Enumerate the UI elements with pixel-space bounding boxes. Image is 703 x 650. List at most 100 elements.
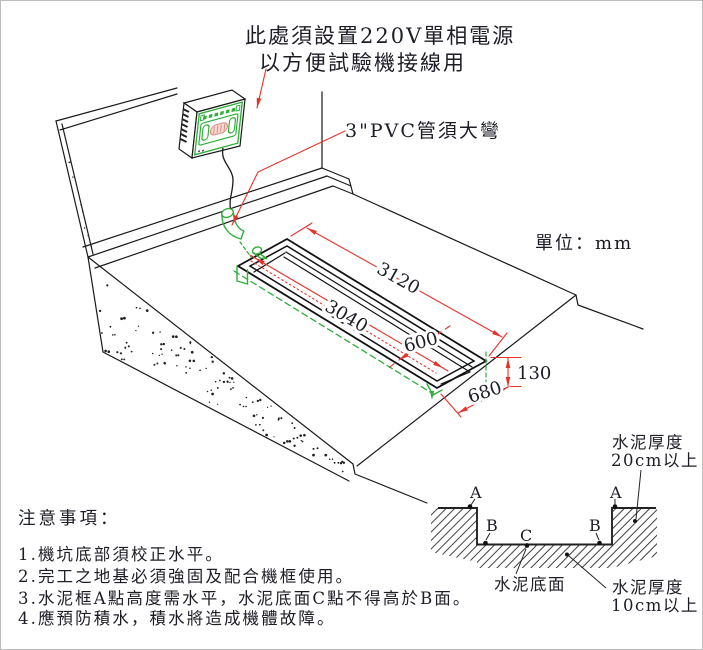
leader-b-right [595, 532, 600, 541]
leader-pvc-label [231, 130, 346, 226]
concrete-stipple [68, 161, 346, 473]
leader-10cm [568, 555, 607, 589]
leader-cement-bottom [515, 548, 527, 575]
terminal-ticks-icon [213, 123, 226, 134]
arrowhead-leader [232, 215, 239, 225]
pit-inner-frame [248, 245, 476, 382]
dim-text-600: 600 [402, 328, 441, 357]
point-c-marker [524, 543, 530, 548]
leader-dot-10cm [565, 552, 569, 557]
arrowhead [307, 228, 317, 235]
label-thickness-top-1: 水泥厚度 [612, 433, 684, 452]
pvc-stub-body [252, 252, 268, 260]
slab-bottom-edge [102, 351, 350, 482]
connector-left-icon [201, 124, 210, 141]
arrowhead [505, 358, 511, 368]
ledge-top-front [87, 175, 328, 258]
ext-680-left [440, 393, 462, 418]
label-thickness-top-2: 20cm以上 [611, 451, 699, 470]
ledge-right-bottom [332, 185, 354, 195]
ext-3040 [249, 254, 449, 372]
label-point-b-right: B [589, 516, 601, 535]
dim-line-3040 [254, 257, 444, 369]
wall-left-edge-inner [61, 123, 94, 255]
floor-right-edge [352, 193, 577, 296]
dimension-lines [231, 68, 522, 418]
power-cable [221, 147, 234, 213]
point-a-marker-left [467, 504, 473, 509]
section-leaders [470, 469, 642, 589]
vent-slats-icon [180, 108, 190, 143]
dim-text-3120: 3120 [373, 258, 423, 299]
arrowhead [255, 258, 265, 266]
label-point-c: C [520, 526, 532, 545]
point-b-marker-right [597, 540, 602, 546]
panel-screw-dot [202, 149, 204, 152]
power-note-line2: 以方便試驗機接線用 [259, 51, 466, 75]
dimension-arrowheads [232, 97, 511, 413]
control-panel [193, 101, 244, 156]
pit-depth-line-2 [283, 256, 471, 373]
panel-inner-border [198, 113, 239, 146]
pvc-hidden-run [239, 241, 252, 258]
pvc-stub-opening [251, 246, 263, 255]
label-thickness-bottom-1: 水泥厚度 [612, 578, 684, 597]
pvc-elbow-end [240, 230, 245, 240]
power-note-line1: 此處須設置220V單相電源 [245, 24, 515, 48]
pit-depth-right [440, 371, 471, 385]
wall-top-edge-inner [59, 93, 178, 131]
ext-3120-left [290, 222, 313, 237]
leader-a-left [470, 498, 476, 506]
arrowhead [498, 387, 508, 394]
arrowhead [505, 377, 511, 387]
notes-title: 注意事項： [18, 509, 121, 529]
arrowhead-leader [256, 97, 262, 108]
point-b-marker-left [483, 540, 488, 546]
wall-left-edge [55, 120, 89, 258]
panel-screw-dot [198, 150, 200, 153]
arrowhead [431, 332, 441, 340]
ledge-end-cut [348, 178, 354, 195]
panel-corner-block-left [199, 114, 206, 122]
arrowhead [399, 352, 409, 360]
label-point-b-left: B [486, 516, 498, 535]
ledge-right-top-back [321, 167, 350, 180]
hatch-bottom [477, 545, 612, 568]
ledge-bottom [94, 185, 334, 269]
label-point-a-right: A [609, 483, 622, 502]
note-item-2: 2.完工之地基必須強固及配合機框使用。 [18, 567, 355, 586]
leader-20cm [635, 469, 642, 520]
pvc-elbow-inner [232, 211, 245, 232]
pvc-label: 3"PVC管須大彎 [345, 120, 501, 142]
pit-depth-left [253, 252, 286, 273]
point-a-marker-right [612, 504, 618, 509]
pvc-conduit [220, 207, 487, 400]
green-arrow-down [429, 391, 435, 400]
arrowhead [492, 330, 502, 337]
dim-line-3120 [306, 227, 503, 338]
pit-edge-green-dashed [233, 270, 431, 393]
floor-near-left-edge [87, 256, 354, 465]
hatch-left [431, 508, 477, 562]
arrowhead [433, 361, 443, 368]
label-cement-bottom: 水泥底面 [494, 575, 566, 594]
slab-left-cut-edge [87, 256, 104, 353]
note-item-3: 3.水泥框A點高度需水平，水泥底面C點不得高於B面。 [18, 589, 472, 608]
pit-depth-line-1 [285, 251, 473, 368]
floor-near-notch [352, 463, 428, 504]
ledge-right-top-front [326, 175, 352, 187]
arrowhead [458, 406, 468, 413]
hatch-right [612, 508, 657, 568]
pvc-elbow-outer [221, 214, 242, 240]
dim-text-3040: 3040 [321, 296, 371, 337]
section-detail: A A B B C 水泥厚度 20cm以上 水泥底面 水泥厚度 10cm以上 [431, 433, 699, 615]
isometric-scene [55, 87, 644, 504]
label-thickness-bottom-2: 10cm以上 [611, 596, 699, 615]
floor-right-step [575, 294, 644, 330]
note-item-1: 1.機坑底部須校正水平。 [18, 545, 224, 564]
ledge-top-back [82, 167, 323, 248]
panel-corner-block-right [235, 104, 241, 112]
wall-top-edge [55, 87, 178, 122]
